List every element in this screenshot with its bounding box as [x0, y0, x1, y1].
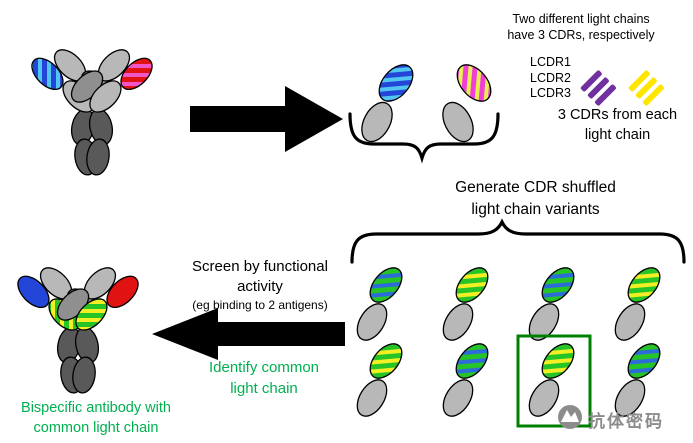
vl-domain-blue-striped: [31, 57, 64, 91]
variant-vl-striped: [627, 343, 661, 379]
common-light-chain-cl-striped: [75, 298, 108, 331]
vl-domain-blue: [17, 275, 50, 309]
variant-vl-striped: [455, 267, 489, 303]
variant-pair-7-selected: [528, 343, 575, 417]
label-3-cdrs-line2: light chain: [584, 127, 651, 143]
lcdr1-label: LCDR1: [530, 55, 571, 69]
variant-cl: [442, 303, 474, 341]
note-two-light-chains-line2: have 3 CDRs, respectively: [507, 28, 655, 42]
variant-cl: [356, 303, 388, 341]
cl-domain: [361, 101, 393, 143]
watermark-logo: [558, 405, 582, 429]
parental-antibody: [31, 49, 153, 176]
label-generate-line2: light chain variants: [471, 201, 600, 218]
vl-domain-blue-striped: [378, 64, 414, 102]
label-generate-line1: Generate CDR shuffled: [455, 179, 616, 196]
variant-cl: [528, 303, 560, 341]
label-bispecific-line2: common light chain: [33, 420, 159, 436]
brace-variant-grid: [350, 218, 686, 264]
bispecific-antibody: [17, 267, 139, 394]
fc-ch3-right-domain: [72, 356, 96, 394]
brace-light-chains: [348, 112, 500, 164]
variant-vl-striped: [369, 343, 403, 379]
label-bispecific-line1: Bispecific antibody with: [21, 400, 171, 416]
label-screen-line2: activity: [237, 278, 283, 295]
light-chain-1: [361, 64, 414, 143]
selected-variant-highlight-box: [516, 334, 592, 428]
variant-pair-3: [528, 267, 575, 341]
cl-domain: [89, 80, 122, 113]
variant-vl-striped: [541, 343, 575, 379]
lcdr2-label: LCDR2: [530, 70, 571, 85]
variant-pair-8: [614, 343, 661, 417]
vl-domain-magenta-striped: [456, 64, 492, 102]
vl-domain-red-striped: [120, 57, 153, 91]
variant-pair-1: [356, 267, 403, 341]
lcdr3-label: LCDR3: [530, 86, 571, 100]
fc-ch3-right-domain: [86, 138, 110, 176]
arrow-right-icon: [190, 86, 343, 152]
vl-domain-red: [106, 275, 139, 309]
variant-cl: [614, 379, 646, 417]
note-two-light-chains-line1: Two different light chains: [512, 12, 650, 26]
variant-cl: [356, 379, 388, 417]
note-two-light-chains: Two different light chains have 3 CDRs, …: [472, 11, 690, 43]
label-screen-activity: Screen by functional activity (eg bindin…: [168, 257, 352, 313]
variant-vl-striped: [627, 267, 661, 303]
label-identify-line2: light chain: [230, 380, 298, 397]
fab-arm-right: [56, 267, 139, 331]
label-3-cdrs-line1: 3 CDRs from each: [557, 107, 678, 123]
variant-pair-4: [614, 267, 661, 341]
variant-cl: [528, 379, 560, 417]
label-screen-line1: Screen by functional: [192, 258, 328, 275]
cl-domain: [442, 101, 474, 143]
arrow-left-icon: [152, 308, 345, 360]
variant-vl-striped: [369, 267, 403, 303]
lcdr-labels: LCDR1 LCDR2 LCDR3: [505, 55, 571, 102]
variant-grid: [356, 267, 661, 428]
cdr-stripes-purple-icon: [580, 70, 616, 106]
variant-cl: [614, 303, 646, 341]
variant-vl-striped: [541, 267, 575, 303]
watermark-text: 抗体密码: [588, 412, 664, 431]
label-generate-variants: Generate CDR shuffled light chain varian…: [418, 177, 653, 221]
label-3-cdrs-from-each: 3 CDRs from each light chain: [545, 105, 690, 145]
label-screen-note: (eg binding to 2 antigens): [192, 298, 328, 312]
variant-vl-striped: [455, 343, 489, 379]
variant-pair-6: [442, 343, 489, 417]
cdr-stripes-yellow-icon: [628, 70, 664, 106]
light-chain-2: [442, 64, 492, 143]
variant-pair-5: [356, 343, 403, 417]
label-identify-common: Identify common light chain: [180, 357, 348, 399]
fab-arm-right: [70, 49, 153, 113]
variant-pair-2: [442, 267, 489, 341]
label-bispecific-antibody: Bispecific antibody with common light ch…: [6, 398, 186, 438]
label-identify-line1: Identify common: [208, 359, 320, 376]
variant-cl: [442, 379, 474, 417]
